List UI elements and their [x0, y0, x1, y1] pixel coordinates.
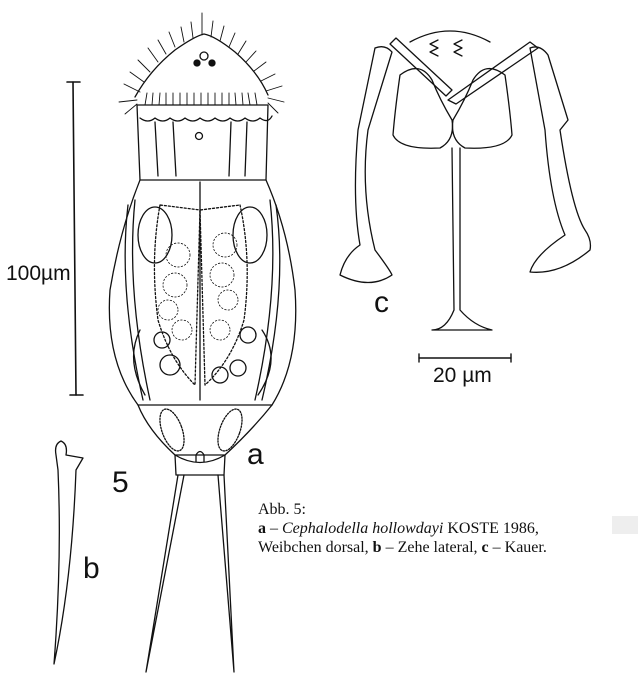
toe-lateral — [53, 440, 84, 665]
scan-smudge — [612, 516, 638, 534]
panel-label-a: a — [247, 438, 264, 471]
scale-label-20um: 20 µm — [433, 364, 492, 387]
caption-title: Abb. 5: — [258, 501, 306, 518]
scale-bar-100um — [66, 81, 84, 396]
caption-dash: – — [266, 520, 282, 537]
caption-letter-b: b — [372, 539, 382, 556]
caption-text: – Kauer. — [488, 539, 547, 556]
scale-label-100um: 100µm — [6, 262, 71, 285]
scale-bar-20um — [418, 353, 512, 363]
caption-line-2: Weibchen dorsal, b – Zehe lateral, c – K… — [258, 538, 547, 557]
panel-label-c: c — [374, 286, 389, 319]
caption-species: Cephalodella hollowdayi — [282, 520, 444, 537]
caption-text: – Zehe lateral, — [381, 539, 482, 556]
caption-line-1: a – Cephalodella hollowdayi KOSTE 1986, — [258, 519, 547, 538]
trophi — [339, 30, 592, 331]
rotifer-body-dorsal — [108, 12, 297, 673]
caption-text: Weibchen dorsal, — [258, 539, 373, 556]
panel-label-b: b — [83, 552, 100, 585]
granules — [157, 232, 239, 341]
cilia — [118, 12, 285, 115]
figure-caption: Abb. 5: a – Cephalodella hollowdayi KOST… — [258, 500, 547, 557]
caption-letter-a: a — [258, 520, 266, 537]
caption-authority: KOSTE 1986, — [443, 520, 539, 537]
figure-number: 5 — [112, 466, 129, 499]
caption-letter-c: c — [481, 539, 489, 556]
